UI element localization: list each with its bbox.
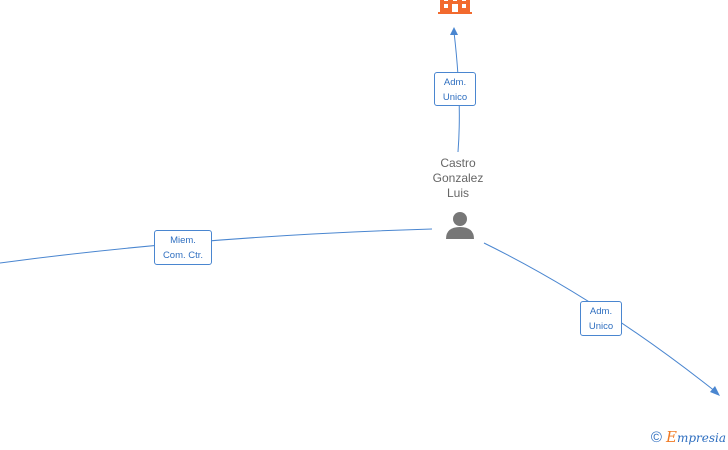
brand-logo-text: mpresia: [676, 431, 726, 445]
edge-label-bottom-right-line-1: Adm.: [589, 306, 613, 317]
footer-brand: ©Empresia: [651, 428, 726, 446]
person-icon[interactable]: [446, 212, 474, 239]
edge-to-left: [0, 228, 433, 264]
copyright-icon: ©: [650, 429, 662, 446]
building-icon[interactable]: [438, 0, 472, 14]
edge-label-left[interactable]: Miem. Com. Ctr.: [154, 230, 212, 265]
arrowhead-bottom-right: [710, 386, 720, 396]
edge-label-top[interactable]: Adm. Unico: [434, 72, 476, 106]
edge-label-left-line-1: Miem.: [170, 235, 196, 246]
brand-logo-e: E: [665, 428, 677, 446]
edge-label-bottom-right[interactable]: Adm. Unico: [580, 301, 622, 336]
person-name-line-1: Castro: [440, 156, 476, 170]
edge-label-left-line-2: Com. Ctr.: [162, 250, 204, 261]
person-name-line-3: Luis: [446, 186, 469, 200]
person-name-line-2: Gonzalez: [432, 171, 484, 185]
edge-label-top-line-1: Adm.: [443, 77, 467, 88]
edge-label-top-line-2: Unico: [442, 92, 468, 103]
person-name[interactable]: Castro Gonzalez Luis: [418, 156, 498, 201]
edge-label-bottom-right-line-2: Unico: [588, 321, 614, 332]
arrowhead-top: [450, 27, 458, 35]
